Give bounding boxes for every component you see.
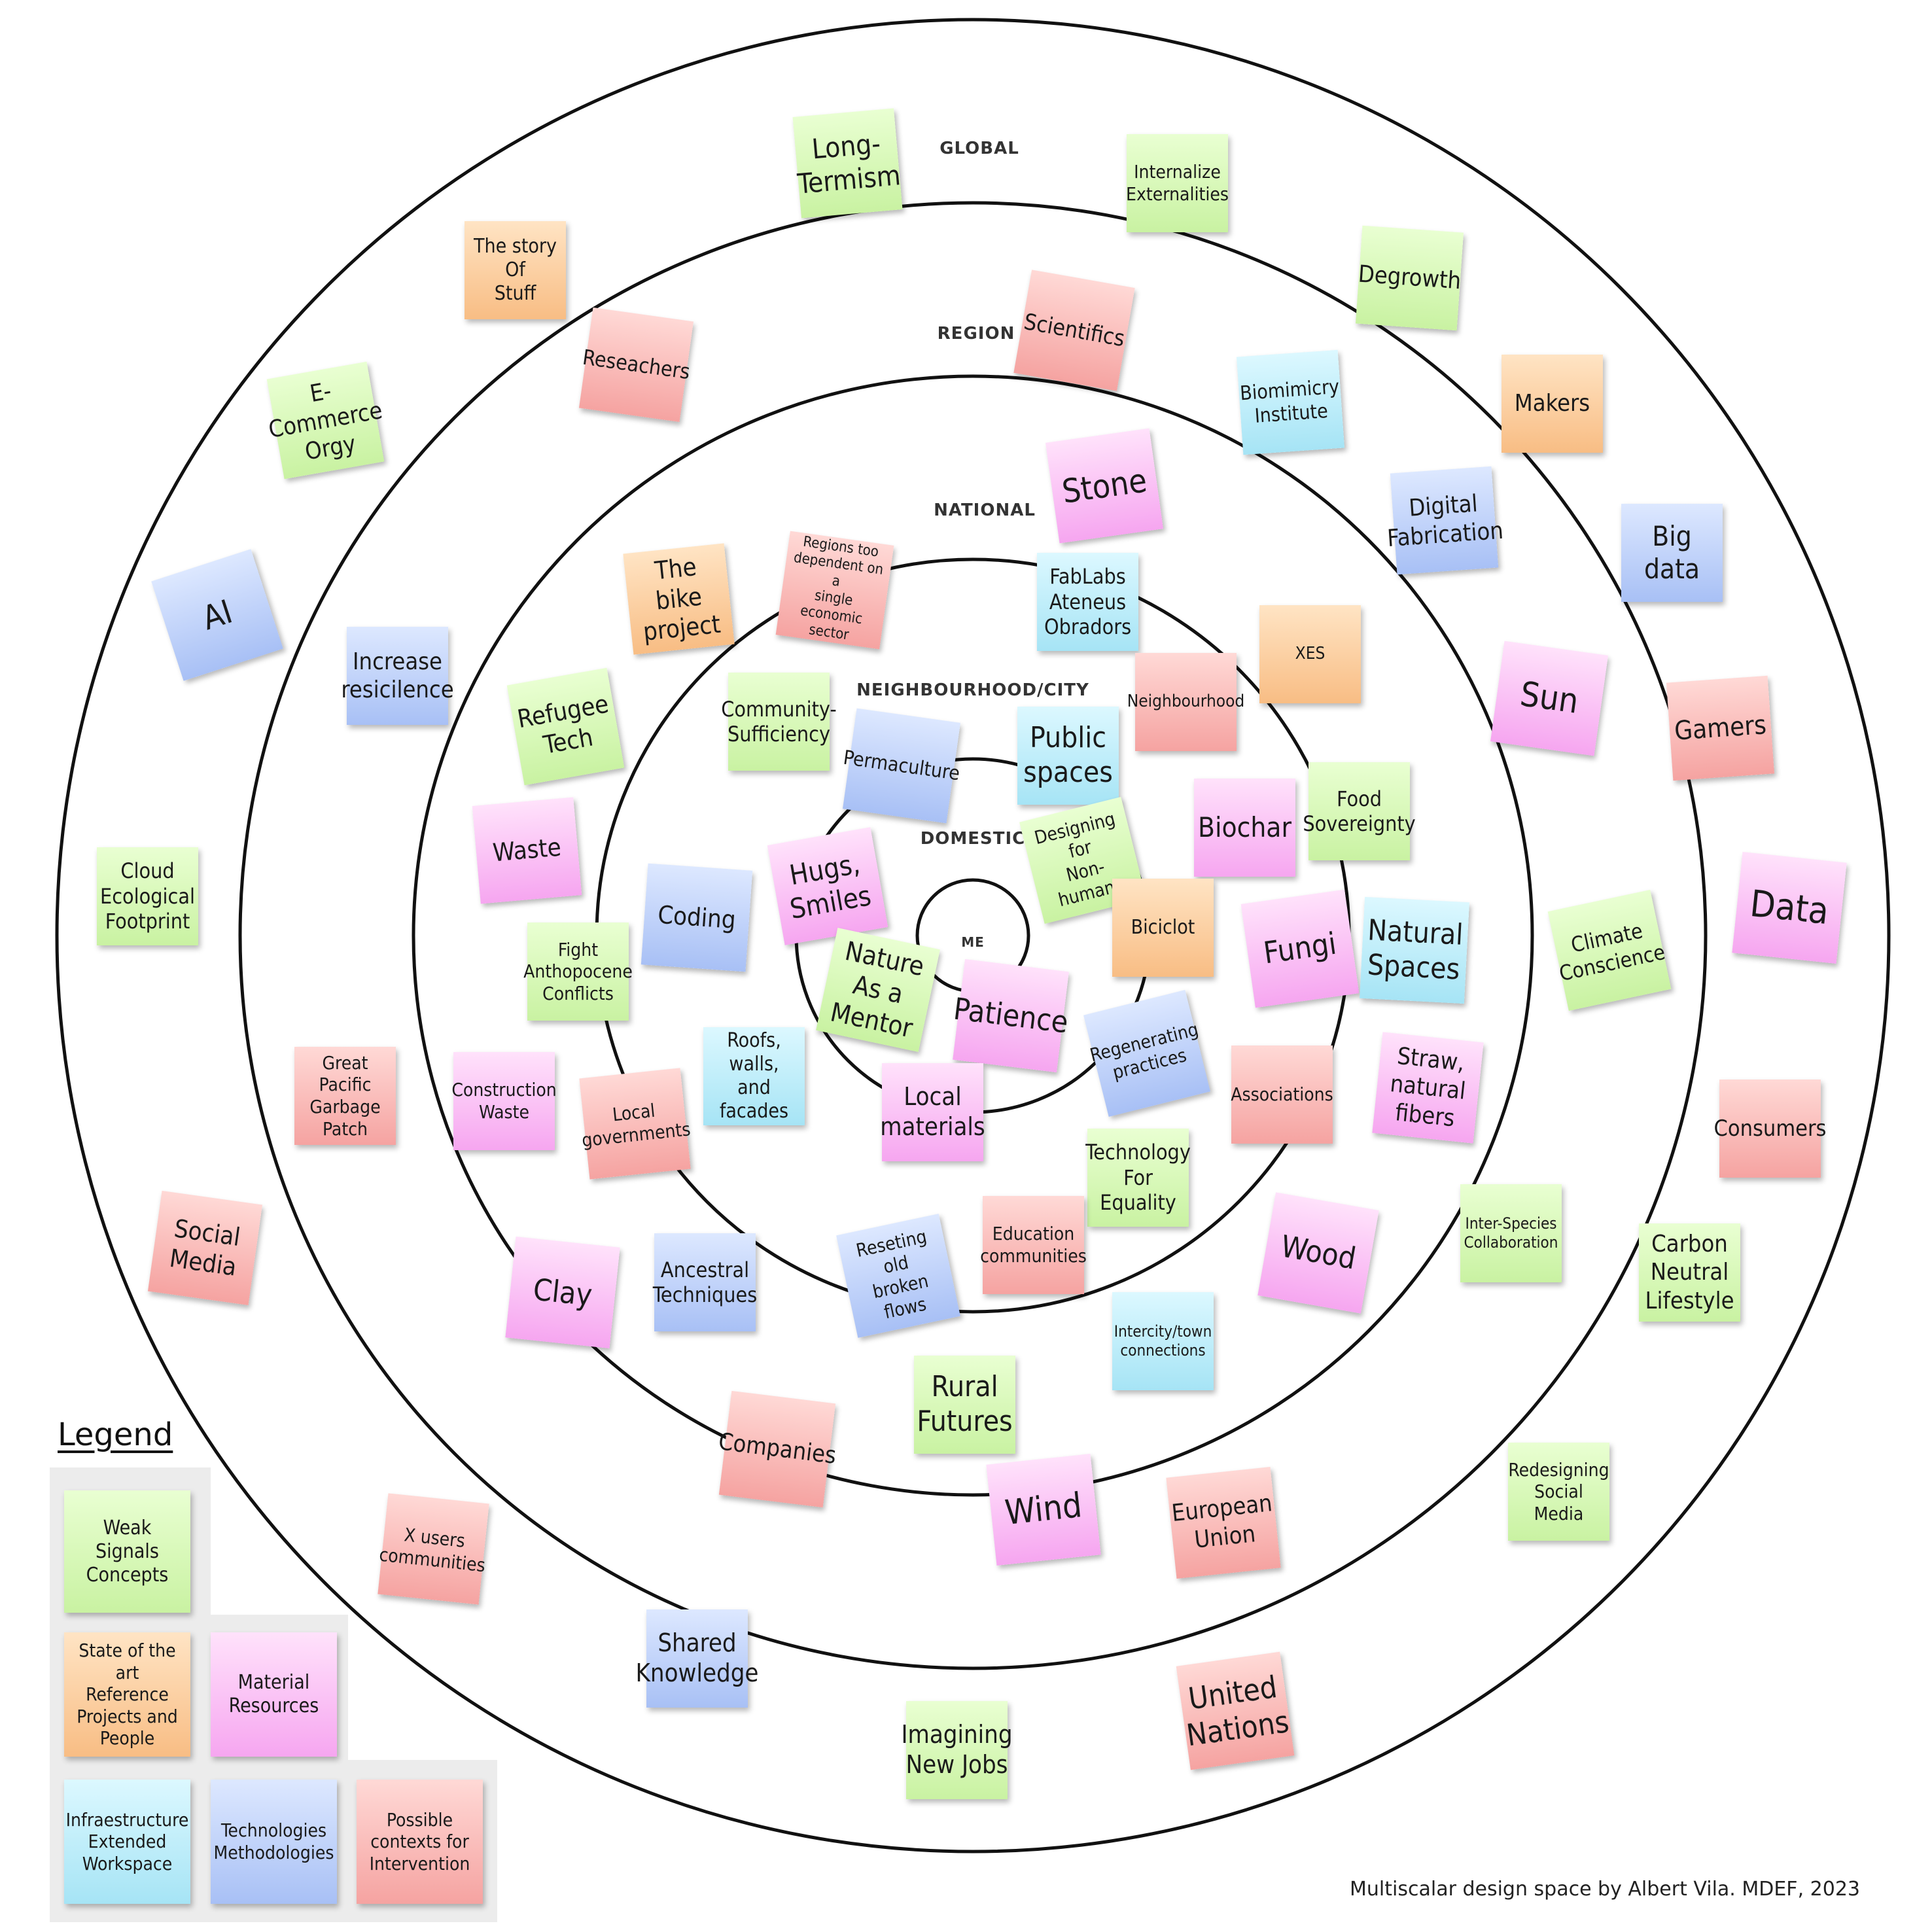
note-fight-anthropocene: Fight Anthopocene Conflicts: [523, 922, 633, 1021]
note-rural-futures: Rural Futures: [914, 1356, 1015, 1454]
note-climate-conscience: Climate Conscience: [1547, 890, 1672, 1011]
note-biochar: Biochar: [1194, 779, 1295, 877]
note-united-nations: United Nations: [1176, 1651, 1295, 1770]
note-technology-equality: Technology For Equality: [1085, 1129, 1191, 1227]
note-wind: Wind: [986, 1454, 1101, 1566]
note-story-of-stuff: The story Of Stuff: [465, 221, 566, 319]
note-reseting-flows: Reseting old broken flows: [836, 1214, 960, 1338]
note-associations: Associations: [1231, 1045, 1333, 1144]
note-biomimicry-institute: Biomimicry Institute: [1236, 349, 1345, 455]
note-interspecies: Inter-Species Collaboration: [1460, 1184, 1562, 1282]
note-food-sovereignty: Food Sovereignty: [1303, 762, 1416, 860]
note-consumers: Consumers: [1714, 1080, 1826, 1178]
note-local-governments: Local governments: [579, 1068, 692, 1180]
legend-technologies: Technologies Methodologies: [211, 1780, 337, 1904]
note-ancestral-techniques: Ancestral Techniques: [653, 1233, 757, 1331]
note-wood: Wood: [1257, 1192, 1379, 1314]
legend-weak-signals: Weak Signals Concepts: [64, 1490, 190, 1613]
note-education-communities: Education communities: [980, 1196, 1087, 1294]
note-data: Data: [1732, 852, 1847, 964]
note-shared-knowledge: Shared Knowledge: [636, 1609, 758, 1708]
note-companies: Companies: [717, 1390, 837, 1508]
note-natural-spaces: Natural Spaces: [1360, 896, 1469, 1004]
note-x-users-communities: X users communities: [378, 1493, 489, 1605]
legend-infrastructure: Infraestructure Extended Workspace: [64, 1780, 190, 1904]
note-nature-mentor: Nature As a Mentor: [816, 928, 940, 1052]
note-european-union: European Union: [1166, 1467, 1281, 1579]
note-sun: Sun: [1490, 641, 1609, 756]
ring-label-global: GLOBAL: [940, 139, 1019, 158]
note-gamers: Gamers: [1666, 675, 1775, 781]
ring-label-me: ME: [961, 934, 985, 950]
note-bike-project: The bike project: [623, 543, 735, 655]
ring-label-domestic: DOMESTIC: [920, 829, 1026, 849]
note-roofs-walls-facades: Roofs, walls, and facades: [703, 1027, 805, 1125]
note-makers: Makers: [1502, 355, 1603, 453]
note-cloud-footprint: Cloud Ecological Footprint: [97, 847, 198, 945]
ring-national: [412, 374, 1534, 1497]
note-long-termism: Long- Termism: [792, 108, 903, 219]
note-fablabs: FabLabs Ateneus Obradors: [1037, 553, 1138, 651]
ring-label-national: NATIONAL: [934, 501, 1036, 520]
legend-possible-contexts: Possible contexts for Intervention: [357, 1780, 483, 1904]
note-stone: Stone: [1045, 428, 1164, 544]
ring-region: [238, 201, 1708, 1670]
note-refugee-tech: Refugee Tech: [506, 667, 625, 786]
note-digital-fabrication: Digital Fabrication: [1386, 466, 1504, 575]
ring-label-region: REGION: [937, 324, 1015, 343]
note-local-materials: Local materials: [880, 1063, 985, 1161]
ring-label-neighbourhood: NEIGHBOURHOOD/CITY: [856, 680, 1089, 700]
note-public-spaces: Public spaces: [1017, 707, 1119, 805]
legend-state-of-the-art: State of the art Reference Projects and …: [64, 1632, 190, 1757]
note-fungi: Fungi: [1240, 889, 1360, 1008]
note-construction-waste: Construction Waste: [451, 1052, 557, 1150]
note-big-data: Big data: [1621, 504, 1723, 602]
legend-material-resources: Material Resources: [211, 1632, 337, 1757]
note-neighbourhood: Neighbourhood: [1127, 653, 1244, 751]
note-redesigning-social-media: Redesigning Social Media: [1508, 1443, 1609, 1541]
note-scientifics: Scientifics: [1013, 270, 1135, 391]
note-increase-resilience: Increase resicilence: [341, 627, 454, 725]
note-clay: Clay: [505, 1237, 620, 1348]
note-intercity-connections: Intercity/town connections: [1112, 1292, 1214, 1390]
note-degrowth: Degrowth: [1355, 225, 1464, 331]
legend-title: Legend: [58, 1416, 173, 1453]
note-carbon-neutral: Carbon Neutral Lifestyle: [1639, 1223, 1740, 1322]
caption: Multiscalar design space by Albert Vila.…: [1350, 1878, 1860, 1901]
note-straw-fibers: Straw, natural fibers: [1372, 1032, 1484, 1144]
note-ecommerce-orgy: E- Commerce Orgy: [266, 361, 385, 480]
note-patience: Patience: [951, 958, 1070, 1073]
note-great-pacific: Great Pacific Garbage Patch: [294, 1047, 396, 1145]
note-imagining-new-jobs: Imagining New Jobs: [901, 1701, 1013, 1799]
note-hugs-smiles: Hugs, Smiles: [767, 827, 888, 945]
note-biciclot: Biciclot: [1112, 879, 1214, 977]
note-permaculture: Permaculture: [842, 708, 961, 824]
note-researchers: Reseachers: [578, 307, 694, 423]
note-regions-dependent: Regions too dependent on a single econom…: [775, 531, 894, 650]
note-xes: XES: [1259, 605, 1361, 703]
note-social-media: Social Media: [147, 1190, 263, 1306]
note-community-sufficiency: Community- Sufficiency: [721, 673, 837, 771]
ring-global: [55, 18, 1891, 1853]
note-waste: Waste: [472, 797, 582, 904]
note-internalize-externalities: Internalize Externalities: [1126, 134, 1229, 232]
note-coding: Coding: [641, 863, 753, 972]
